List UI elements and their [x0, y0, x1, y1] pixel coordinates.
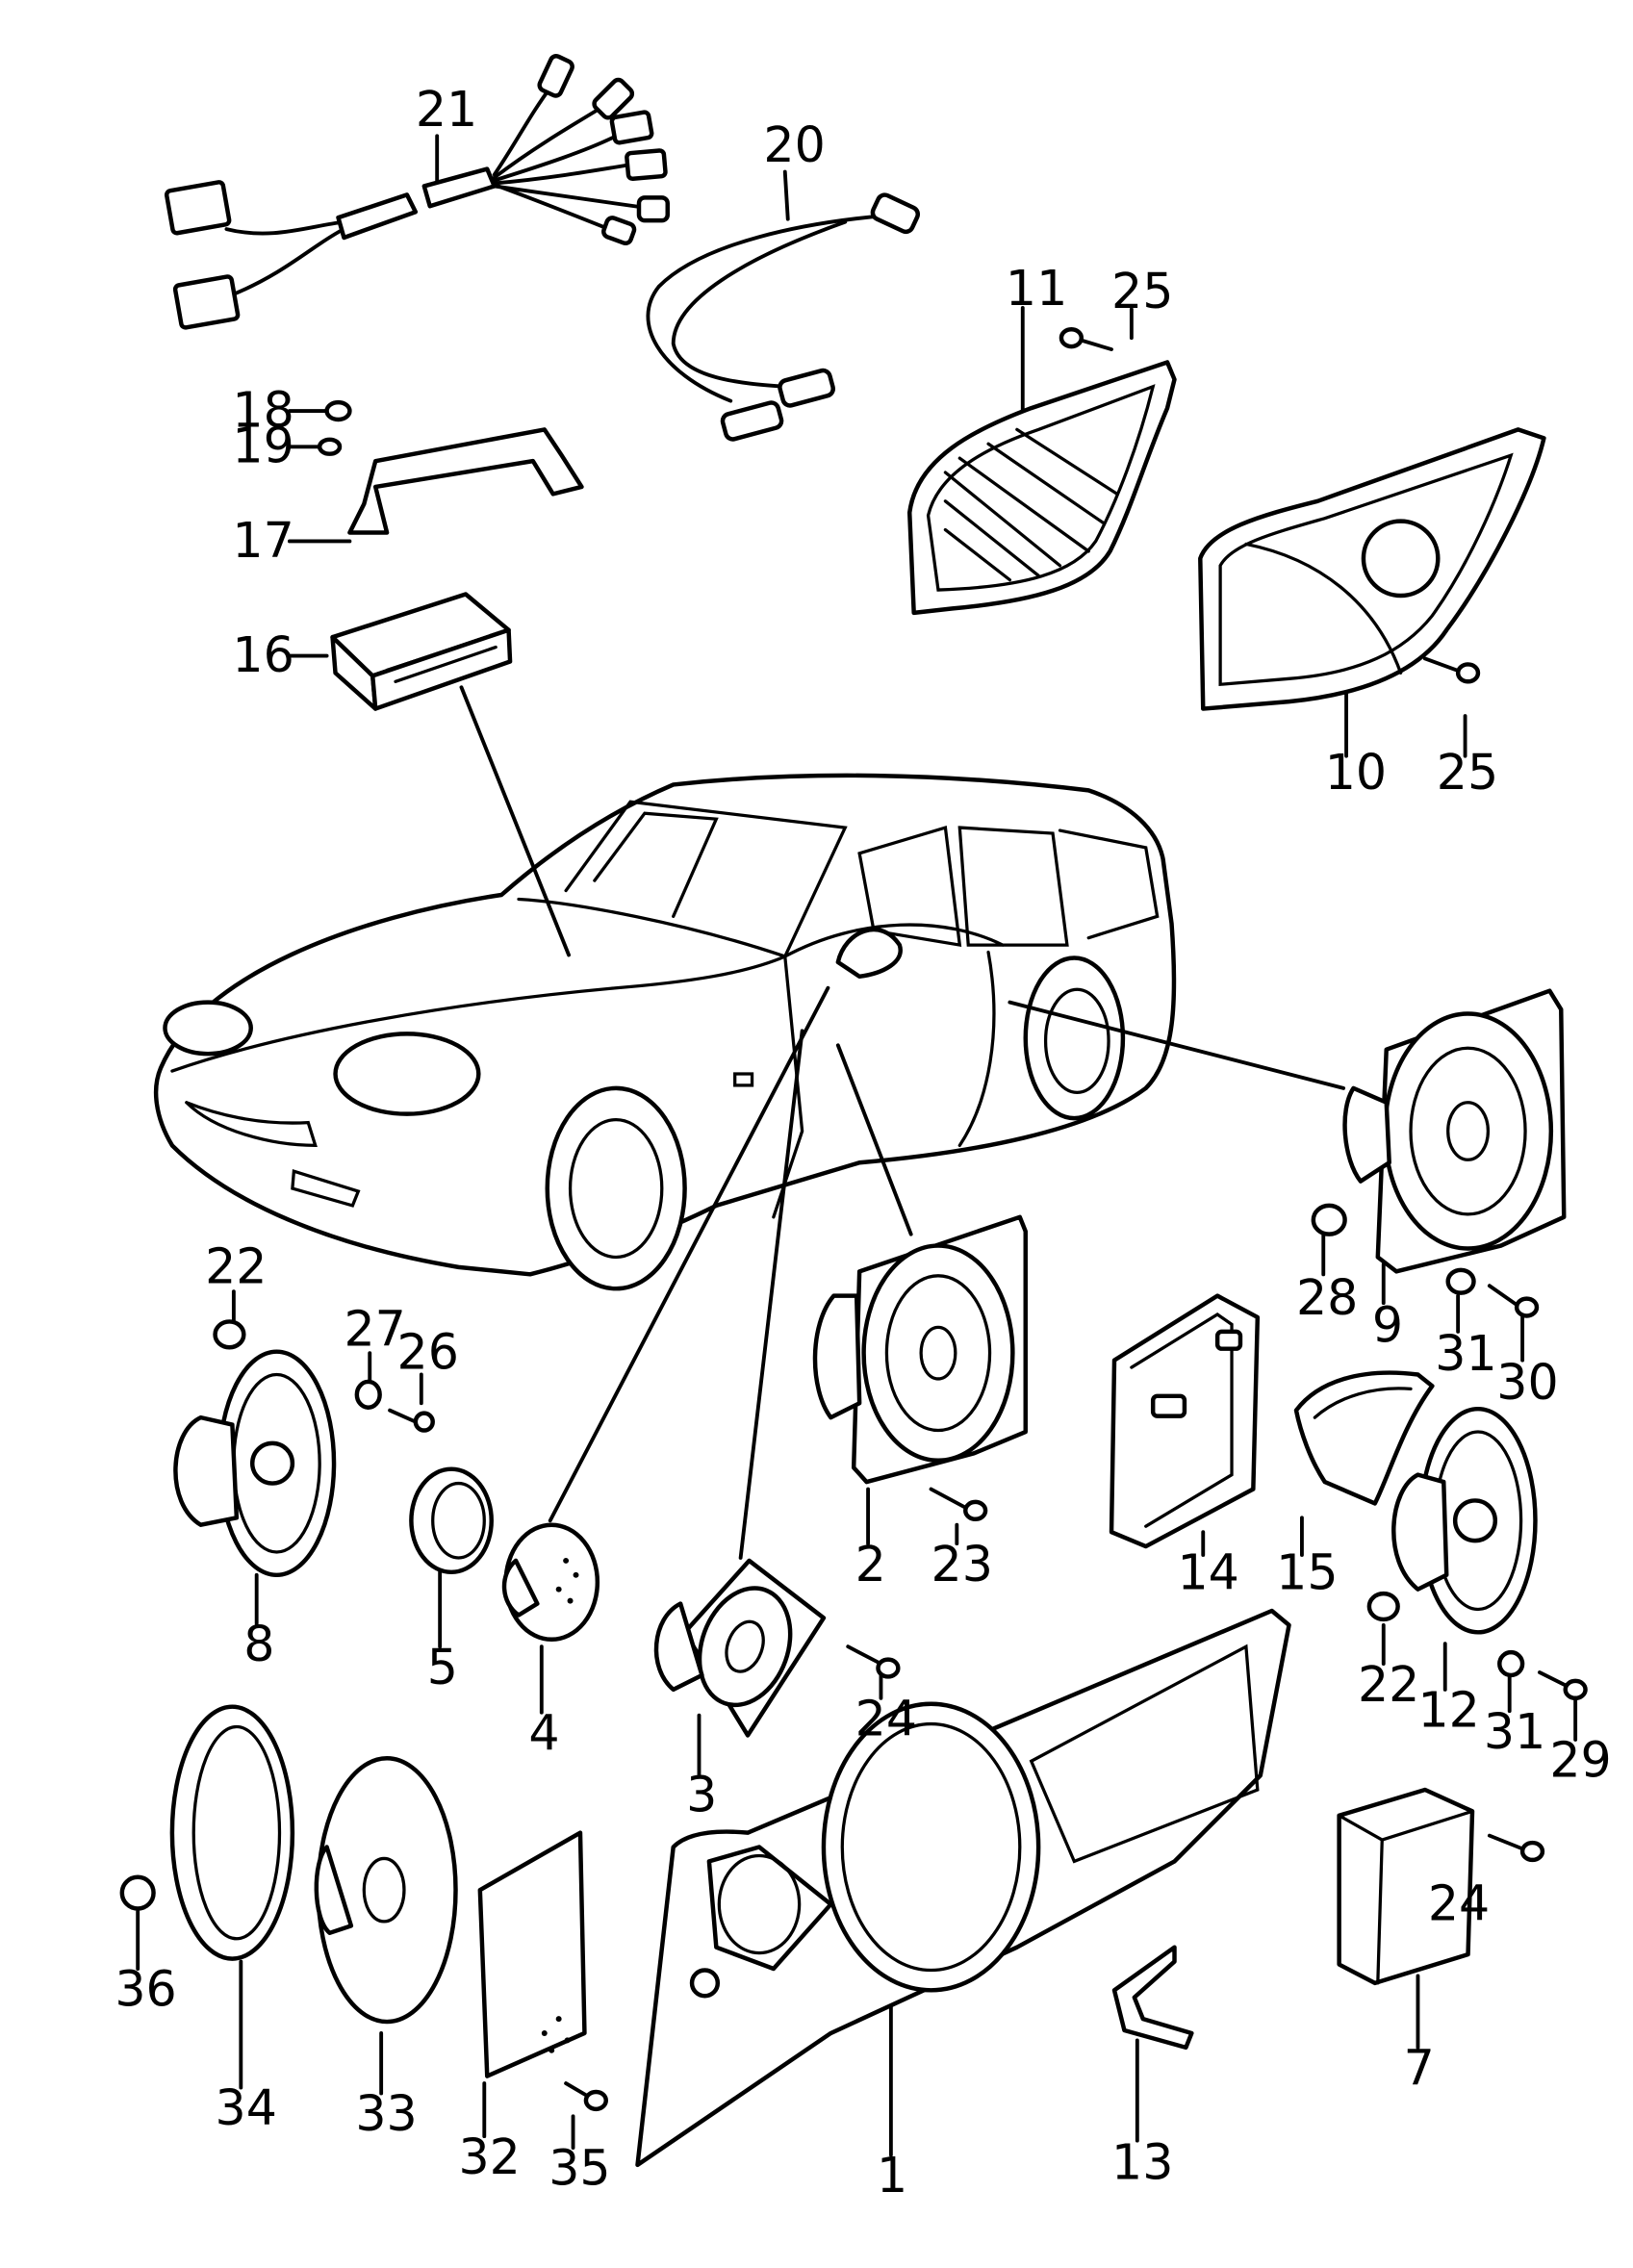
label-12: 12	[1417, 1682, 1479, 1739]
part-9-speaker	[1342, 988, 1567, 1274]
label-36: 36	[115, 1961, 176, 2018]
part-labels: 21 20 11 25 18 19 17 16 10 25 22 28 9 31…	[115, 81, 1611, 2204]
label-7: 7	[1404, 2040, 1435, 2097]
part-2-speaker	[812, 1214, 1028, 1485]
label-28: 28	[1296, 1269, 1358, 1326]
label-14: 14	[1177, 1544, 1238, 1601]
label-15: 15	[1276, 1544, 1338, 1601]
part-7-crossover	[1337, 1787, 1475, 1986]
part-28-clip	[1311, 1203, 1347, 1236]
label-9: 9	[1372, 1296, 1403, 1353]
label-22b: 22	[1358, 1656, 1419, 1713]
label-31b: 31	[1484, 1703, 1545, 1760]
part-31-washer-a	[1445, 1267, 1476, 1295]
label-17: 17	[232, 512, 293, 569]
label-4: 4	[528, 1704, 559, 1761]
label-11: 11	[1006, 260, 1067, 317]
label-13: 13	[1111, 2134, 1173, 2191]
part-23-screw	[929, 1487, 988, 1522]
part-27-washer	[354, 1379, 382, 1410]
part-11-speaker-grille	[906, 360, 1177, 616]
part-34-ring	[169, 1704, 295, 1961]
part-35-screw	[564, 2081, 608, 2112]
label-18: 18	[232, 381, 293, 438]
part-36-clip	[119, 1874, 156, 1911]
leader-lines	[136, 134, 1578, 2157]
part-24-screw-a	[846, 1644, 901, 1679]
part-25-screw-b	[1422, 656, 1481, 684]
part-25-screw-a	[1059, 327, 1113, 352]
label-25a: 25	[1111, 263, 1173, 319]
part-22-clip-b	[1366, 1591, 1400, 1622]
part-15-speaker-housing	[1293, 1370, 1435, 1506]
label-22a: 22	[205, 1237, 267, 1294]
part-21-wiring-harness	[164, 54, 670, 330]
label-31a: 31	[1435, 1325, 1496, 1382]
label-10: 10	[1325, 744, 1387, 801]
label-27: 27	[344, 1301, 405, 1358]
label-23: 23	[931, 1536, 993, 1593]
part-29-screw	[1538, 1670, 1588, 1701]
label-16: 16	[232, 626, 293, 683]
label-35: 35	[549, 2140, 610, 2197]
part-8-speaker	[173, 1349, 337, 1578]
label-24a: 24	[855, 1690, 917, 1746]
label-24b: 24	[1428, 1874, 1490, 1931]
label-29: 29	[1549, 1732, 1611, 1789]
part-19-washer	[317, 437, 343, 456]
part-31-washer-b	[1497, 1649, 1525, 1678]
car-illustration	[153, 773, 1177, 1291]
part-33-speaker	[314, 1756, 458, 2025]
part-24-screw-b	[1487, 1833, 1545, 1863]
part-14-cover	[1109, 1293, 1261, 1549]
label-25b: 25	[1437, 744, 1498, 801]
label-3: 3	[686, 1766, 717, 1822]
part-20-antenna-cable	[646, 192, 921, 442]
part-12-speaker	[1391, 1406, 1538, 1635]
label-1: 1	[877, 2147, 907, 2204]
part-17-bracket	[347, 427, 584, 535]
label-32: 32	[458, 2128, 520, 2185]
part-16-amplifier	[330, 592, 513, 711]
part-10-speaker-cover	[1198, 427, 1546, 711]
part-3-speaker	[653, 1558, 827, 1738]
part-26-screw	[388, 1408, 435, 1433]
label-8: 8	[243, 1616, 274, 1672]
label-30: 30	[1496, 1354, 1558, 1411]
part-5-tweeter-ring	[409, 1466, 494, 1575]
label-34: 34	[216, 2079, 277, 2136]
label-19: 19	[232, 418, 293, 474]
label-20: 20	[763, 116, 825, 173]
part-13-bracket	[1111, 1945, 1194, 2051]
label-21: 21	[416, 81, 477, 138]
label-5: 5	[427, 1639, 458, 1695]
part-18-nut	[324, 399, 352, 422]
part-1-door-panel	[635, 1608, 1291, 2168]
label-33: 33	[355, 2085, 417, 2142]
part-4-tweeter	[501, 1522, 600, 1642]
part-32-grille	[477, 1830, 587, 2078]
label-26: 26	[397, 1324, 459, 1381]
part-30-screw	[1487, 1284, 1540, 1318]
part-22-clip-a	[213, 1319, 246, 1350]
label-2: 2	[855, 1536, 886, 1593]
